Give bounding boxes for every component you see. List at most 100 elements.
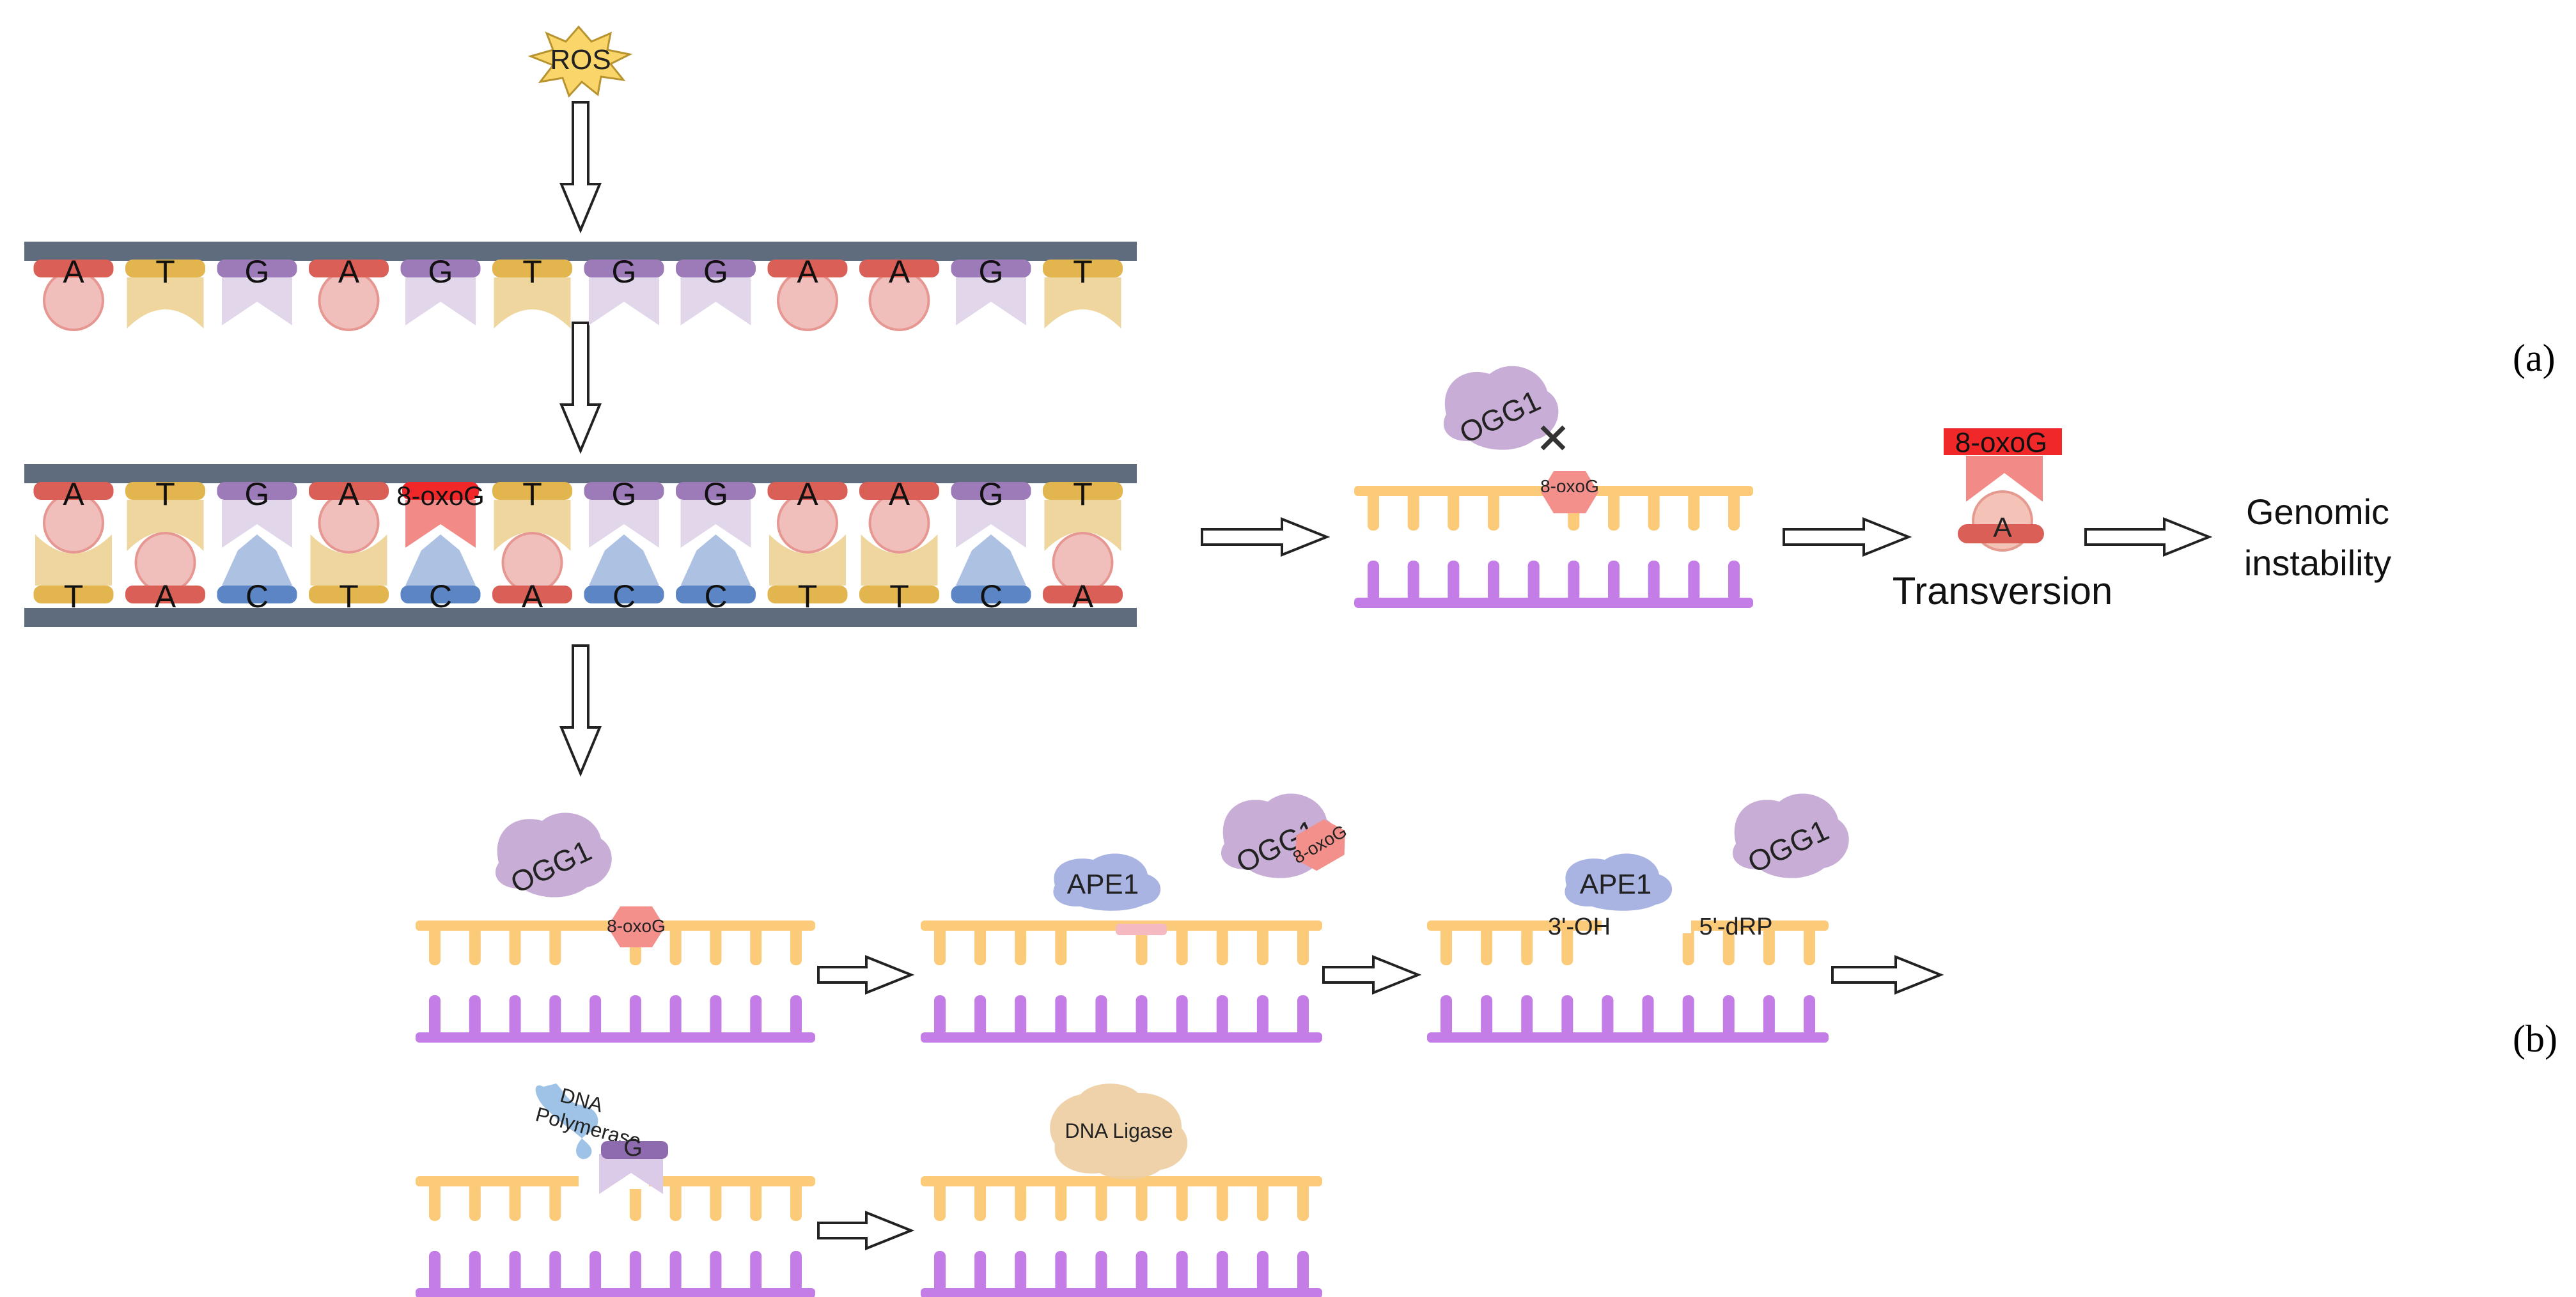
base-letter-damaged-bottom-6: C xyxy=(613,579,636,614)
base-damaged-top-1: T xyxy=(125,476,205,551)
transversion-base: A xyxy=(1993,512,2012,543)
dna-ladder-step3 xyxy=(1427,918,1829,1043)
base-damaged-top-6: G xyxy=(584,476,664,548)
base-damaged-bottom-4: C xyxy=(400,534,481,614)
base-intact-3: A xyxy=(309,254,389,331)
base-intact-8: A xyxy=(767,254,848,331)
ape1-label-b3: APE1 xyxy=(1580,869,1652,900)
base-damaged-top-5: T xyxy=(492,476,572,551)
inserted-g-base: G xyxy=(599,1135,668,1194)
oxog-large-label: 8-oxoG xyxy=(1955,427,2047,458)
oxog-highlight xyxy=(1944,428,2062,455)
base-letter-damaged-top-11: T xyxy=(1073,476,1093,512)
base-letter-damaged-bottom-7: C xyxy=(704,579,727,614)
ogg1-protein-b1: OGG1 xyxy=(495,812,612,899)
base-intact-5: T xyxy=(492,254,572,329)
inserted-g-label: G xyxy=(623,1135,643,1161)
dna-ligase-label: DNA Ligase xyxy=(1065,1119,1173,1142)
ap-site-gap xyxy=(1116,924,1167,935)
base-damaged-bottom-9: T xyxy=(859,534,939,614)
base-letter-damaged-top-9: A xyxy=(889,476,910,512)
base-letter-intact-9: A xyxy=(889,254,910,290)
arrow-right-b4 xyxy=(817,1211,915,1250)
base-letter-damaged-top-3: A xyxy=(338,476,360,512)
base-letter-intact-10: G xyxy=(979,254,1004,290)
base-damaged-top-7: G xyxy=(676,476,756,548)
base-letter-intact-11: T xyxy=(1073,254,1093,290)
base-damaged-top-4: 8-oxoG xyxy=(396,481,485,548)
base-letter-damaged-top-8: A xyxy=(797,476,818,512)
base-intact-0: A xyxy=(33,254,114,331)
base-damaged-top-3: A xyxy=(309,476,389,554)
base-letter-damaged-bottom-3: T xyxy=(339,579,359,614)
base-intact-2: G xyxy=(217,254,297,325)
base-letter-damaged-top-0: A xyxy=(63,476,84,512)
base-intact-9: A xyxy=(859,254,939,331)
ogg1-protein-b3: OGG1 xyxy=(1732,793,1849,879)
dna-ladder-step5 xyxy=(921,1176,1322,1297)
oxog-label-a: 8-oxoG xyxy=(1540,476,1599,496)
arrow-down-3 xyxy=(559,644,602,777)
base-letter-intact-7: G xyxy=(703,254,728,290)
arrow-right-a1 xyxy=(1201,517,1331,557)
base-letter-intact-0: A xyxy=(63,254,84,290)
transversion-pair: 8-oxoG A Transversion xyxy=(1893,427,2113,612)
base-intact-1: T xyxy=(125,254,205,329)
base-letter-damaged-bottom-10: C xyxy=(980,579,1003,614)
base-damaged-top-9: A xyxy=(859,476,939,554)
base-damaged-bottom-5: A xyxy=(492,532,572,614)
base-letter-damaged-bottom-1: A xyxy=(155,579,176,614)
base-letter-intact-1: T xyxy=(155,254,175,290)
ape1-protein-b2: APE1 xyxy=(1053,853,1161,911)
base-letter-damaged-top-4: 8-oxoG xyxy=(396,481,485,511)
genomic-instability-line2: instability xyxy=(2244,543,2391,583)
base-intact-4: G xyxy=(400,254,481,325)
base-damaged-bottom-7: C xyxy=(676,534,756,614)
ros-label: ROS xyxy=(550,44,611,75)
base-letter-intact-8: A xyxy=(797,254,818,290)
base-letter-intact-3: A xyxy=(338,254,360,290)
base-damaged-bottom-1: A xyxy=(125,532,205,614)
ros-burst: ROS xyxy=(527,25,633,98)
three-prime-oh-label: 3'-OH xyxy=(1548,913,1611,940)
dna-ladder-step2 xyxy=(921,920,1322,1043)
panel-b-label: (b) xyxy=(2513,1018,2557,1060)
base-letter-damaged-bottom-4: C xyxy=(429,579,452,614)
arrow-down-2 xyxy=(559,322,602,454)
base-letter-intact-6: G xyxy=(612,254,637,290)
backbone-top xyxy=(24,242,1137,261)
backbone-damaged-top xyxy=(24,464,1137,483)
base-letter-damaged-bottom-8: T xyxy=(798,579,818,614)
blocked-x-icon xyxy=(1540,425,1566,451)
oxog-hexagon-a: 8-oxoG xyxy=(1540,471,1599,513)
base-damaged-top-10: G xyxy=(951,476,1031,548)
base-damaged-bottom-3: T xyxy=(309,534,389,614)
base-damaged-top-8: A xyxy=(767,476,848,554)
base-letter-intact-4: G xyxy=(428,254,453,290)
base-damaged-bottom-0: T xyxy=(33,534,114,614)
base-letter-damaged-top-1: T xyxy=(155,476,175,512)
oxog-label-b1: 8-oxoG xyxy=(607,916,666,936)
base-letter-damaged-bottom-2: C xyxy=(246,579,269,614)
arrow-right-b1 xyxy=(817,955,915,995)
base-letter-damaged-top-7: G xyxy=(703,476,728,512)
oxog-hexagon-b1: 8-oxoG xyxy=(607,906,666,947)
transversion-label: Transversion xyxy=(1893,570,2113,612)
base-damaged-bottom-10: C xyxy=(951,534,1031,614)
base-damaged-bottom-2: C xyxy=(217,534,297,614)
base-damaged-bottom-6: C xyxy=(584,534,664,614)
base-letter-damaged-bottom-5: A xyxy=(522,579,543,614)
base-intact-11: T xyxy=(1043,254,1123,329)
arrow-down-1 xyxy=(559,101,602,234)
base-letter-damaged-top-10: G xyxy=(979,476,1004,512)
base-intact-7: G xyxy=(676,254,756,325)
base-letter-damaged-top-6: G xyxy=(612,476,637,512)
base-damaged-top-0: A xyxy=(33,476,114,554)
ape1-protein-b3: APE1 xyxy=(1565,853,1673,911)
base-letter-damaged-top-2: G xyxy=(245,476,270,512)
base-damaged-bottom-11: A xyxy=(1043,532,1123,614)
base-letter-intact-5: T xyxy=(522,254,542,290)
base-letter-damaged-bottom-11: A xyxy=(1072,579,1094,614)
